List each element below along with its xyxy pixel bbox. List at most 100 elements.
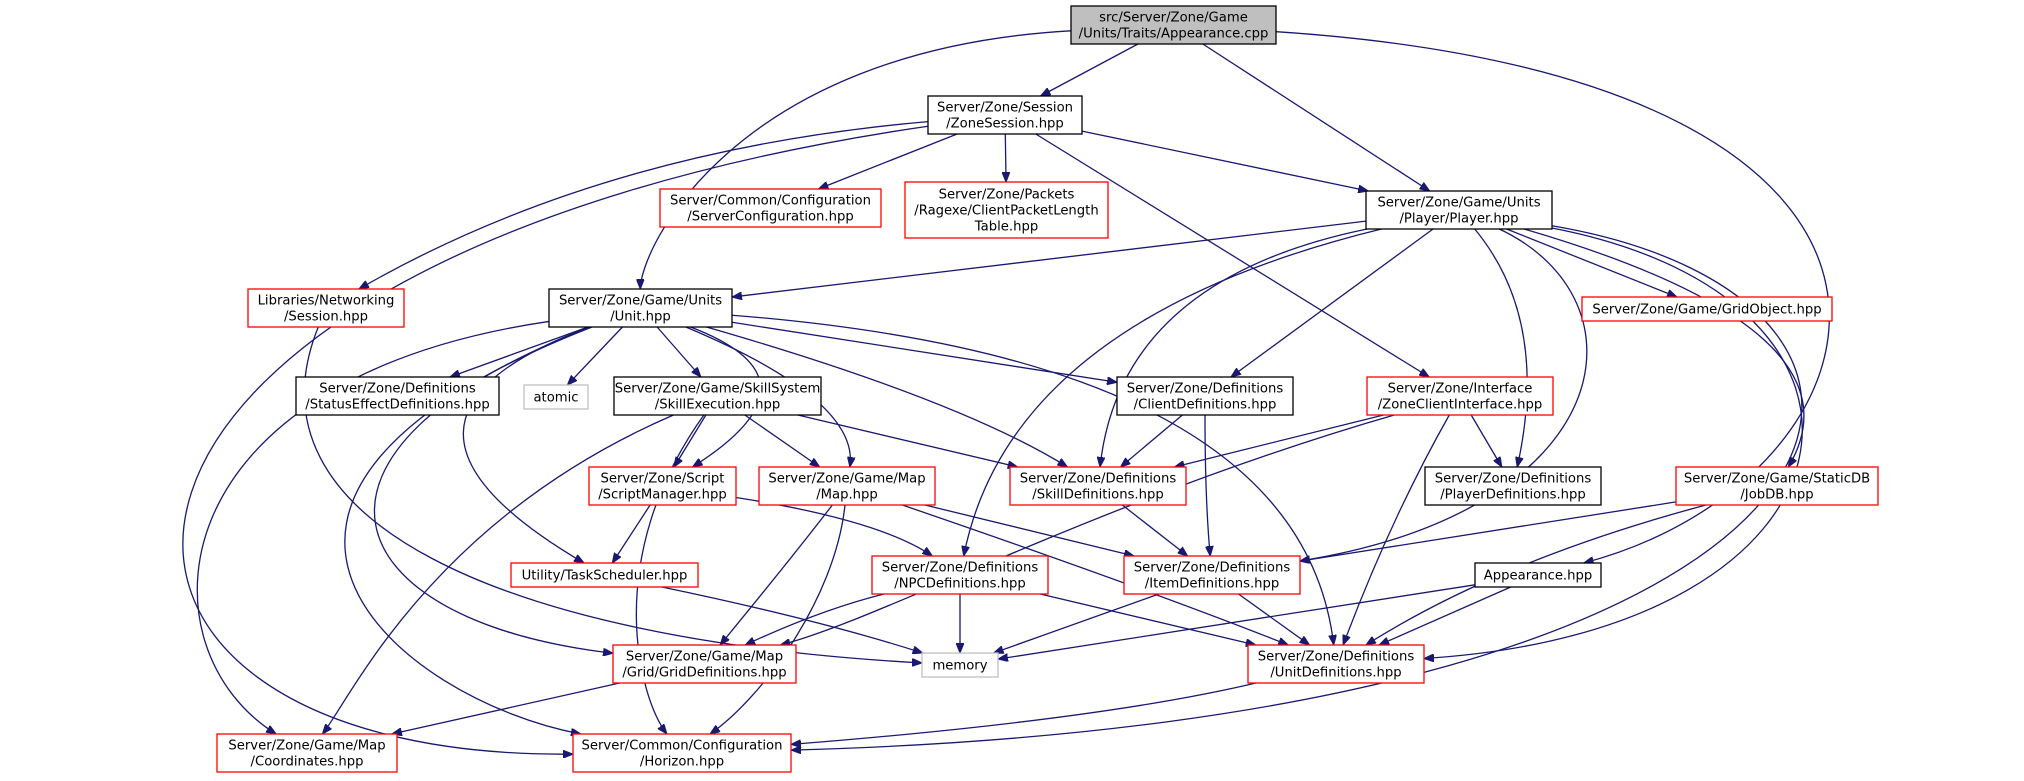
edge-job_db-to-item_defs: [1300, 501, 1677, 561]
edge-npc_defs-to-unit_defs: [1040, 593, 1255, 645]
node-grid_object[interactable]: Server/Zone/Game/GridObject.hpp: [1581, 296, 1833, 322]
edge-zone_session-to-horizon: [182, 125, 929, 754]
node-label-skill_defs-line-0: Server/Zone/Definitions: [1020, 472, 1177, 487]
node-atomic[interactable]: atomic: [523, 384, 589, 410]
edge-player-to-unit: [732, 220, 1367, 297]
node-label-skill_defs-line-1: /SkillDefinitions.hpp: [1032, 488, 1163, 503]
node-box-map: [758, 466, 936, 506]
edge-zone_client_interface-to-skill_defs: [1174, 414, 1384, 467]
edge-skill_execution-to-script_manager: [674, 414, 707, 467]
node-appearance_hpp[interactable]: Appearance.hpp: [1474, 562, 1602, 588]
node-label-appearance_cpp-line-0: src/Server/Zone/Game: [1099, 11, 1248, 26]
node-task_scheduler[interactable]: Utility/TaskScheduler.hpp: [510, 562, 699, 588]
node-label-client_packet_length-line-2: Table.hpp: [974, 220, 1038, 235]
node-box-client_defs: [1116, 376, 1294, 416]
node-box-player: [1365, 190, 1553, 230]
node-box-script_manager: [588, 466, 737, 506]
node-label-skill_execution-line-1: /SkillExecution.hpp: [655, 398, 780, 413]
node-status_effect_defs[interactable]: Server/Zone/Definitions/StatusEffectDefi…: [295, 376, 500, 416]
node-unit[interactable]: Server/Zone/Game/Units/Unit.hpp: [548, 288, 733, 328]
edge-appearance_cpp-to-player: [1202, 43, 1430, 191]
node-box-appearance_cpp: [1070, 5, 1277, 45]
edge-appearance_cpp-to-zone_session: [1041, 43, 1139, 96]
node-label-status_effect_defs-line-1: /StatusEffectDefinitions.hpp: [305, 398, 489, 413]
edge-client_defs-to-skill_defs: [1121, 414, 1183, 467]
edge-unit-to-unit_defs: [731, 314, 1334, 645]
node-label-horizon-line-0: Server/Common/Configuration: [582, 739, 783, 754]
node-label-unit_defs-line-1: /UnitDefinitions.hpp: [1270, 666, 1401, 681]
node-label-zone_session-line-1: /ZoneSession.hpp: [946, 117, 1064, 132]
node-box-unit: [548, 288, 733, 328]
node-memory[interactable]: memory: [921, 652, 999, 678]
edge-unit-to-skill_execution: [656, 326, 701, 377]
node-client_defs[interactable]: Server/Zone/Definitions/ClientDefinition…: [1116, 376, 1294, 416]
edge-zone_session-to-zone_client_interface: [1035, 133, 1429, 377]
node-label-horizon-line-1: /Horizon.hpp: [640, 755, 724, 770]
node-zone_session[interactable]: Server/Zone/Session/ZoneSession.hpp: [927, 95, 1083, 135]
node-unit_defs[interactable]: Server/Zone/Definitions/UnitDefinitions.…: [1247, 644, 1425, 684]
node-skill_defs[interactable]: Server/Zone/Definitions/SkillDefinitions…: [1009, 466, 1187, 506]
node-label-client_defs-line-1: /ClientDefinitions.hpp: [1134, 398, 1277, 413]
edge-appearance_hpp-to-unit_defs: [1379, 586, 1512, 646]
node-box-grid_defs: [612, 644, 797, 684]
node-label-unit-line-0: Server/Zone/Game/Units: [559, 294, 722, 309]
edge-player-to-npc_defs: [964, 228, 1382, 556]
node-label-coordinates-line-0: Server/Zone/Game/Map: [228, 739, 385, 754]
node-label-map-line-0: Server/Zone/Game/Map: [768, 472, 925, 487]
node-label-job_db-line-0: Server/Zone/Game/StaticDB: [1684, 472, 1870, 487]
node-box-client_packet_length: [904, 181, 1109, 239]
node-label-zone_session-line-0: Server/Zone/Session: [937, 101, 1073, 116]
edge-zone_client_interface-to-grid_defs: [780, 414, 1395, 645]
edge-appearance_cpp-to-unit: [640, 30, 1072, 289]
node-player[interactable]: Server/Zone/Game/Units/Player/Player.hpp: [1365, 190, 1553, 230]
edge-map-to-grid_defs: [720, 504, 833, 645]
edge-zone_session-to-networking_session: [359, 121, 929, 289]
edge-player-to-unit_defs: [1424, 227, 1803, 659]
node-label-coordinates-line-1: /Coordinates.hpp: [251, 755, 364, 770]
node-map[interactable]: Server/Zone/Game/Map/Map.hpp: [758, 466, 936, 506]
node-label-player_defs-line-0: Server/Zone/Definitions: [1435, 472, 1592, 487]
node-npc_defs[interactable]: Server/Zone/Definitions/NPCDefinitions.h…: [871, 555, 1049, 595]
node-horizon[interactable]: Server/Common/Configuration/Horizon.hpp: [572, 733, 792, 773]
node-networking_session[interactable]: Libraries/Networking/Session.hpp: [247, 288, 405, 328]
node-item_defs[interactable]: Server/Zone/Definitions/ItemDefinitions.…: [1123, 555, 1301, 595]
edge-appearance_hpp-to-memory: [998, 584, 1476, 659]
edge-unit-to-status_effect_defs: [450, 326, 589, 377]
node-label-npc_defs-line-1: /NPCDefinitions.hpp: [894, 577, 1026, 592]
node-box-skill_defs: [1009, 466, 1187, 506]
node-coordinates[interactable]: Server/Zone/Game/Map/Coordinates.hpp: [216, 733, 398, 773]
node-player_defs[interactable]: Server/Zone/Definitions/PlayerDefinition…: [1424, 466, 1602, 506]
edge-player-to-job_db: [1523, 228, 1805, 467]
edge-map-to-item_defs: [924, 504, 1134, 556]
node-label-status_effect_defs-line-0: Server/Zone/Definitions: [319, 382, 476, 397]
node-job_db[interactable]: Server/Zone/Game/StaticDB/JobDB.hpp: [1675, 466, 1879, 506]
edge-unit-to-grid_defs: [374, 326, 613, 653]
node-box-appearance_hpp: [1474, 562, 1602, 588]
node-label-skill_execution-line-0: Server/Zone/Game/SkillSystem: [615, 382, 821, 397]
node-box-status_effect_defs: [295, 376, 500, 416]
nodes-layer: src/Server/Zone/Game/Units/Traits/Appear…: [216, 5, 1879, 773]
node-appearance_cpp[interactable]: src/Server/Zone/Game/Units/Traits/Appear…: [1070, 5, 1277, 45]
node-label-unit-line-1: /Unit.hpp: [610, 310, 671, 325]
node-grid_defs[interactable]: Server/Zone/Game/Map/Grid/GridDefinition…: [612, 644, 797, 684]
node-client_packet_length[interactable]: Server/Zone/Packets/Ragexe/ClientPacketL…: [904, 181, 1109, 239]
node-script_manager[interactable]: Server/Zone/Script/ScriptManager.hpp: [588, 466, 737, 506]
node-label-npc_defs-line-0: Server/Zone/Definitions: [882, 561, 1039, 576]
node-skill_execution[interactable]: Server/Zone/Game/SkillSystem/SkillExecut…: [613, 376, 822, 416]
node-label-client_packet_length-line-0: Server/Zone/Packets: [939, 188, 1075, 203]
edge-npc_defs-to-grid_defs: [745, 593, 885, 646]
edges-layer: [182, 30, 1830, 754]
node-label-atomic-line-0: atomic: [533, 391, 578, 406]
edge-item_defs-to-unit_defs: [1238, 593, 1309, 645]
node-label-memory-line-0: memory: [932, 659, 987, 674]
node-server_configuration[interactable]: Server/Common/Configuration/ServerConfig…: [659, 188, 882, 228]
node-box-unit_defs: [1247, 644, 1425, 684]
edge-player-to-client_defs: [1231, 228, 1434, 377]
edge-client_defs-to-item_defs: [1204, 414, 1210, 556]
node-label-task_scheduler-line-0: Utility/TaskScheduler.hpp: [522, 569, 688, 584]
node-zone_client_interface[interactable]: Server/Zone/Interface/ZoneClientInterfac…: [1366, 376, 1554, 416]
edge-map-to-unit_defs: [902, 504, 1288, 646]
node-box-networking_session: [247, 288, 405, 328]
edge-unit-to-skill_defs: [706, 326, 1067, 467]
